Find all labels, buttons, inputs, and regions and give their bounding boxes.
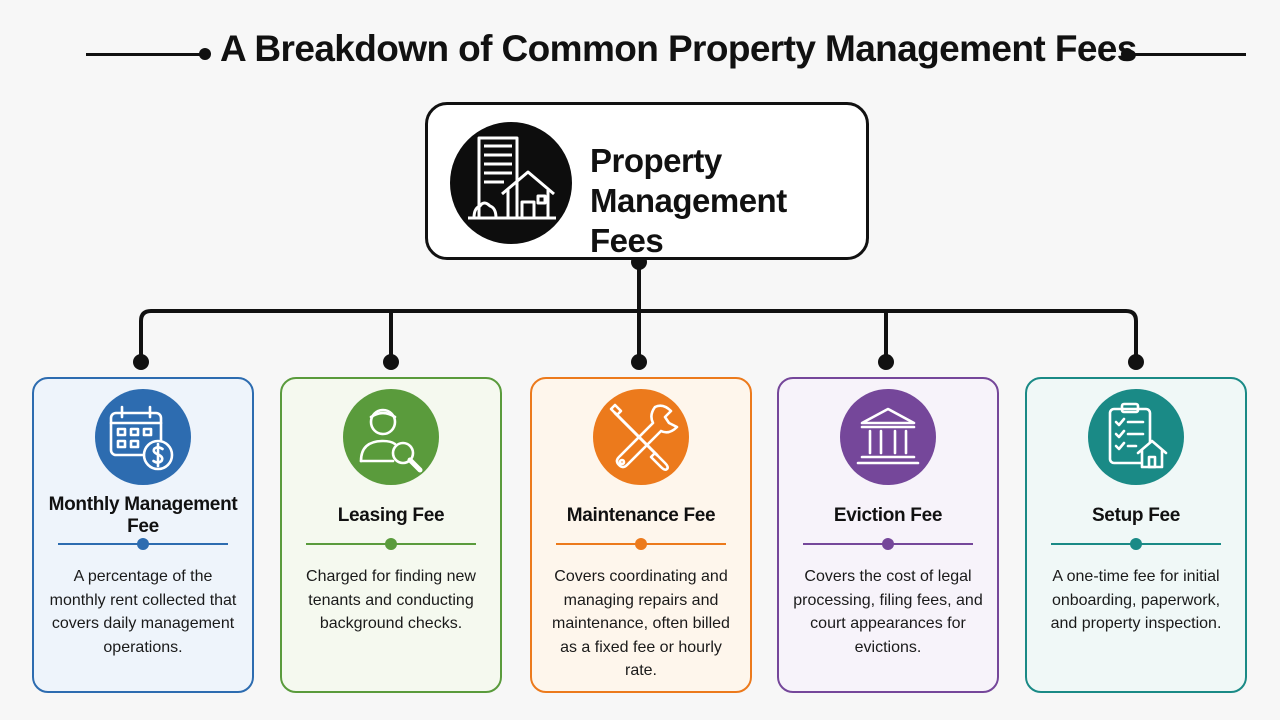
divider-dot	[385, 538, 397, 550]
building-house-icon	[450, 122, 572, 244]
fee-title: Maintenance Fee	[566, 505, 716, 526]
fee-card-monthly-management: Monthly Management Fee A percentage of t…	[32, 377, 254, 693]
title-rule-left	[86, 53, 204, 56]
fee-description: Covers the cost of legal processing, fil…	[793, 568, 983, 656]
fee-description: Covers coordinating and managing repairs…	[552, 568, 730, 679]
fee-title: Setup Fee	[1091, 505, 1181, 526]
fee-title: Leasing Fee	[337, 505, 445, 526]
root-node: Property Management Fees	[425, 102, 869, 260]
node-dot-monthly	[133, 354, 149, 370]
fee-description: A one-time fee for initial onboarding, p…	[1050, 568, 1222, 632]
node-dot-setup	[1128, 354, 1144, 370]
title-dot-right	[1121, 48, 1133, 60]
fee-title: Monthly Management Fee	[48, 494, 238, 537]
node-dot-maintenance	[631, 354, 647, 370]
checklist-house-icon	[1088, 389, 1184, 485]
title-dot-left	[199, 48, 211, 60]
fee-card-setup: Setup Fee A one-time fee for initial onb…	[1025, 377, 1247, 693]
divider-dot	[137, 538, 149, 550]
divider-dot	[1130, 538, 1142, 550]
fee-card-leasing: Leasing Fee Charged for finding new tena…	[280, 377, 502, 693]
fee-description: Charged for finding new tenants and cond…	[306, 568, 476, 632]
fee-card-maintenance: Maintenance Fee Covers coordinating and …	[530, 377, 752, 693]
title-row: A Breakdown of Common Property Managemen…	[0, 22, 1280, 82]
calendar-dollar-icon	[95, 389, 191, 485]
divider-dot	[882, 538, 894, 550]
courthouse-icon	[840, 389, 936, 485]
person-search-icon	[343, 389, 439, 485]
root-title: Property Management Fees	[590, 142, 787, 259]
fee-title: Eviction Fee	[833, 505, 943, 526]
fee-card-eviction: Eviction Fee Covers the cost of legal pr…	[777, 377, 999, 693]
fee-description: A percentage of the monthly rent collect…	[49, 568, 237, 656]
divider-dot	[635, 538, 647, 550]
node-dot-leasing	[383, 354, 399, 370]
title-rule-right	[1130, 53, 1246, 56]
wrench-screwdriver-icon	[593, 389, 689, 485]
node-dot-eviction	[878, 354, 894, 370]
page-title: A Breakdown of Common Property Managemen…	[220, 28, 1137, 69]
